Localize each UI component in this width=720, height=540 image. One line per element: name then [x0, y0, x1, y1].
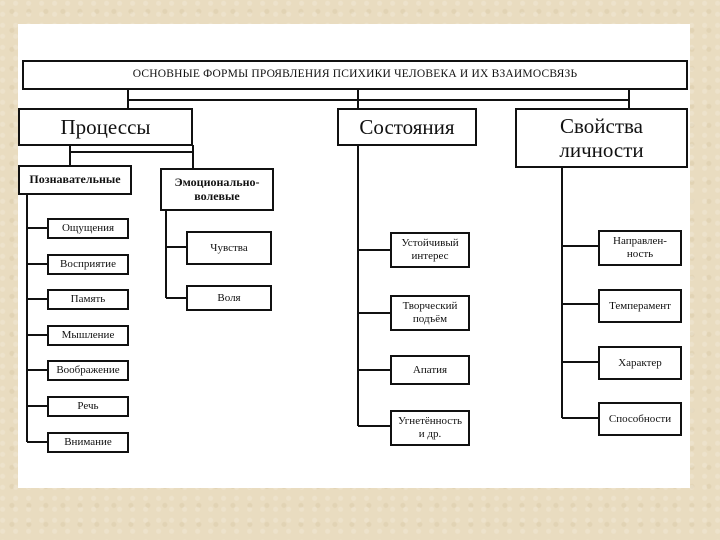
subgroup-cognitive: Познавательные	[18, 165, 132, 195]
state-item: Устойчивый интерес	[390, 232, 470, 268]
emotional-item: Воля	[186, 285, 272, 311]
property-item: Характер	[598, 346, 682, 380]
property-item: Способности	[598, 402, 682, 436]
cognitive-item: Речь	[47, 396, 129, 417]
diagram-title: ОСНОВНЫЕ ФОРМЫ ПРОЯВЛЕНИЯ ПСИХИКИ ЧЕЛОВЕ…	[22, 60, 688, 90]
category-properties: Свойства личности	[515, 108, 688, 168]
property-item: Направлен-ность	[598, 230, 682, 266]
category-processes: Процессы	[18, 108, 193, 146]
cognitive-item: Мышление	[47, 325, 129, 346]
state-item: Угнетённость и др.	[390, 410, 470, 446]
cognitive-item: Память	[47, 289, 129, 310]
state-item: Апатия	[390, 355, 470, 385]
category-states: Состояния	[337, 108, 477, 146]
cognitive-item: Воображение	[47, 360, 129, 381]
subgroup-emotional: Эмоционально-волевые	[160, 168, 274, 211]
diagram-canvas	[18, 24, 690, 488]
emotional-item: Чувства	[186, 231, 272, 265]
cognitive-item: Ощущения	[47, 218, 129, 239]
state-item: Творческий подъём	[390, 295, 470, 331]
cognitive-item: Внимание	[47, 432, 129, 453]
property-item: Темперамент	[598, 289, 682, 323]
cognitive-item: Восприятие	[47, 254, 129, 275]
